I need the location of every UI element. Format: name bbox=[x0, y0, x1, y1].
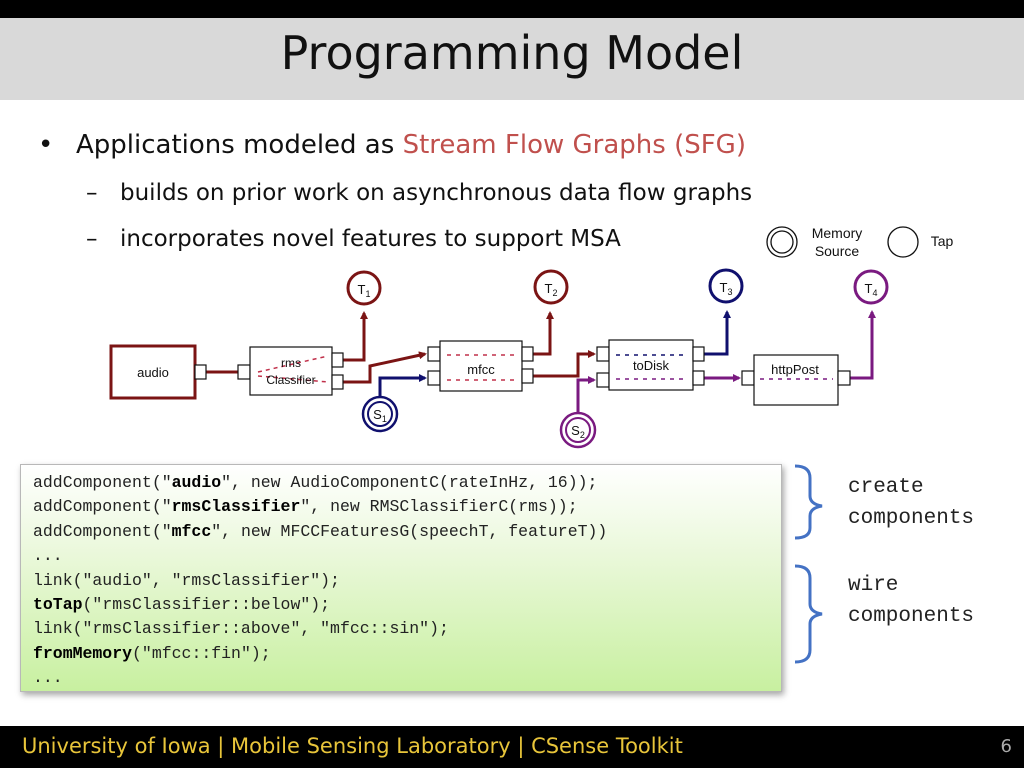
top-black-bar bbox=[0, 0, 1024, 18]
code-line-7: link("rmsClassifier::above", "mfcc::sin"… bbox=[33, 619, 449, 639]
rms-out-port-below bbox=[331, 374, 344, 390]
rms-out-port-above bbox=[331, 352, 344, 368]
code-listing: addComponent("audio", new AudioComponent… bbox=[33, 471, 607, 691]
rms-label-line2: Classifier bbox=[266, 373, 315, 387]
edge-todisk-t3 bbox=[704, 310, 731, 356]
mfcc-box bbox=[439, 340, 523, 392]
audio-label: audio bbox=[137, 365, 169, 380]
sub-bullet-2-text: incorporates novel features to support M… bbox=[120, 226, 621, 252]
tap-t3: T3 bbox=[708, 268, 744, 304]
sub-bullet-dash: – bbox=[86, 180, 98, 206]
mfcc-in-port-fin bbox=[427, 370, 441, 386]
page-number: 6 bbox=[1000, 736, 1012, 757]
code-line-9: ... bbox=[33, 668, 63, 688]
component-mfcc: mfcc bbox=[427, 340, 534, 392]
component-todisk: toDisk bbox=[596, 339, 705, 391]
source-s1-label: S1 bbox=[373, 407, 387, 424]
tap-legend-icon bbox=[887, 226, 919, 258]
rms-label-line1: rms bbox=[281, 356, 301, 370]
rms-dash-2 bbox=[257, 375, 329, 383]
mfcc-label: mfcc bbox=[467, 362, 495, 377]
bullet-1-text: Applications modeled as Stream Flow Grap… bbox=[76, 130, 746, 160]
httppost-out-port bbox=[837, 370, 851, 386]
code-line-5: link("audio", "rmsClassifier"); bbox=[33, 570, 340, 590]
tap-t3-label: T3 bbox=[720, 280, 733, 297]
edge-rms-t1 bbox=[343, 311, 368, 362]
todisk-out-port-1 bbox=[692, 346, 705, 362]
tap-t4-label: T4 bbox=[865, 281, 878, 298]
tap-t1-label: T1 bbox=[358, 282, 371, 299]
tap-t4-circle bbox=[853, 269, 889, 305]
tap-t4: T4 bbox=[853, 269, 889, 305]
mfcc-out-port-1 bbox=[521, 346, 534, 362]
httppost-in-port bbox=[741, 370, 755, 386]
code-line-6: toTap("rmsClassifier::below"); bbox=[33, 595, 331, 615]
tap-t2: T2 bbox=[533, 269, 569, 305]
edge-httppost-t4 bbox=[850, 310, 876, 380]
component-audio: audio bbox=[109, 344, 207, 400]
code-line-3: addComponent("mfcc", new MFCCFeaturesG(s… bbox=[33, 521, 608, 541]
bullet-1-highlight: Stream Flow Graphs (SFG) bbox=[402, 130, 746, 160]
mfcc-out-port-2 bbox=[521, 368, 534, 384]
component-httppost: httpPost bbox=[741, 354, 851, 406]
todisk-box bbox=[608, 339, 694, 391]
edge-mfcc-todisk bbox=[533, 350, 596, 378]
tap-t1: T1 bbox=[346, 270, 382, 306]
bullet-1-prefix: Applications modeled as bbox=[76, 130, 403, 160]
code-box: addComponent("audio", new AudioComponent… bbox=[20, 464, 782, 692]
source-s2-inner bbox=[565, 417, 591, 443]
component-rms-classifier: rms Classifier bbox=[237, 346, 344, 396]
sub-bullet-1-text: builds on prior work on asynchronous dat… bbox=[120, 180, 753, 206]
code-line-2: addComponent("rmsClassifier", new RMSCla… bbox=[33, 497, 578, 517]
memory-source-s2: S2 bbox=[559, 411, 597, 449]
footer-text: University of Iowa | Mobile Sensing Labo… bbox=[22, 734, 683, 758]
tap-t2-circle bbox=[533, 269, 569, 305]
legend-tap: Tap bbox=[931, 233, 954, 249]
edge-s1-mfcc bbox=[378, 374, 427, 404]
rms-dash-1 bbox=[257, 355, 329, 373]
bullet-dot: • bbox=[38, 130, 54, 160]
code-line-4: ... bbox=[33, 546, 63, 566]
rms-box bbox=[249, 346, 333, 396]
tap-t1-circle bbox=[346, 270, 382, 306]
edge-rms-mfcc bbox=[343, 351, 427, 384]
memory-source-s1: S1 bbox=[361, 395, 399, 433]
audio-out-port bbox=[194, 364, 207, 380]
memory-source-legend-inner-icon bbox=[770, 230, 794, 254]
todisk-label: toDisk bbox=[633, 358, 670, 373]
code-line-8: fromMemory("mfcc::fin"); bbox=[33, 643, 271, 663]
source-s1-inner bbox=[367, 401, 393, 427]
wire-components-label: wire components bbox=[848, 574, 975, 628]
code-line-1: addComponent("audio", new AudioComponent… bbox=[33, 473, 598, 492]
legend: Memory Source Tap bbox=[766, 225, 954, 259]
sub-bullet-dash: – bbox=[86, 226, 98, 252]
httppost-label: httpPost bbox=[771, 362, 819, 377]
create-brace-icon bbox=[794, 464, 823, 540]
legend-memory-line2: Source bbox=[815, 243, 860, 259]
todisk-in-port-1 bbox=[596, 346, 610, 362]
edge-mfcc-t2 bbox=[533, 311, 554, 356]
create-components-label: create components bbox=[848, 476, 975, 530]
footer-bar: University of Iowa | Mobile Sensing Labo… bbox=[0, 726, 1024, 768]
title-bar bbox=[0, 18, 1024, 100]
todisk-out-port-2 bbox=[692, 370, 705, 386]
tap-t2-label: T2 bbox=[545, 281, 558, 298]
wire-brace-icon bbox=[794, 564, 823, 664]
mfcc-in-port-sin bbox=[427, 346, 441, 362]
edge-s2-todisk bbox=[576, 376, 596, 414]
rms-in-port bbox=[237, 364, 251, 380]
source-s2-label: S2 bbox=[571, 423, 585, 440]
tap-t3-circle bbox=[708, 268, 744, 304]
legend-memory-line1: Memory bbox=[812, 225, 863, 241]
slide-title: Programming Model bbox=[280, 26, 744, 80]
todisk-in-port-2 bbox=[596, 372, 610, 388]
